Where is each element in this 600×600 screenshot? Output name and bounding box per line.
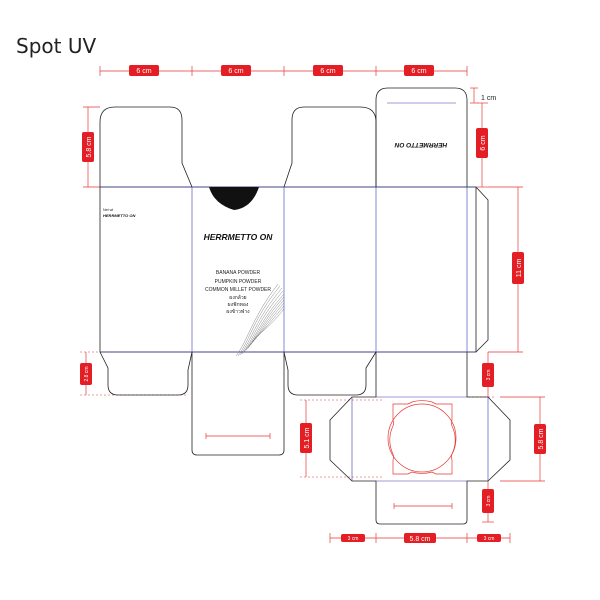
- dim-label-base-tab: 3 cm: [486, 496, 492, 507]
- dim-label-body-height: 11 cm: [516, 259, 523, 278]
- local-line-2: ผงฟักทอง: [228, 302, 249, 308]
- spot-uv-marks: [205, 433, 453, 509]
- bottom-right-dimension: 3 cm: [468, 352, 494, 398]
- right-flap-dimension: 6 cm: [476, 102, 488, 188]
- lid-brand: HERRMETTO ON: [394, 141, 447, 148]
- dim-label-width-4: 6 cm: [411, 68, 426, 75]
- bottom-left-dimension: 2.8 cm: [80, 351, 188, 396]
- dim-label-bottom-width-left: 3 cm: [348, 536, 359, 542]
- cut-lines: [99, 87, 511, 525]
- front-brand: HERRMETTO ON: [204, 232, 274, 242]
- local-line-1: ผงกล้วย: [229, 294, 246, 301]
- side-panel-art: Net wt HERRMETTO ON: [103, 208, 135, 218]
- ingredient-1: BANANA POWDER: [216, 270, 261, 276]
- wave-graphic: [235, 283, 285, 357]
- side-brand: HERRMETTO ON: [103, 213, 135, 218]
- ingredient-3: COMMON MILLET POWDER: [205, 287, 271, 293]
- left-flap-dimension: 5.8 cm: [82, 106, 100, 188]
- dim-label-window-height: 5.1 cm: [304, 427, 311, 448]
- dim-label-bottom-width-right: 3 cm: [484, 536, 495, 542]
- page-title: Spot UV: [16, 34, 97, 58]
- bottom-width-dimension: 3 cm 5.8 cm 3 cm: [329, 533, 511, 543]
- lid-flap-art: HERRMETTO ON: [394, 141, 447, 148]
- dim-label-bottom-width-mid: 5.8 cm: [409, 536, 430, 543]
- top-notch-shape: [209, 187, 259, 210]
- body-height-dimension: 11 cm: [488, 186, 524, 353]
- dim-label-one-cm: 1 cm: [481, 95, 496, 102]
- fold-lines: [100, 102, 489, 482]
- dim-label-base-height: 5.8 cm: [538, 428, 545, 449]
- dim-label-right-flap: 6 cm: [480, 135, 487, 150]
- net-weight-label: Net wt: [103, 208, 113, 212]
- dim-label-left-flap: 5.8 cm: [86, 136, 93, 157]
- base-height-dimension: 5.8 cm: [500, 396, 546, 482]
- local-line-3: ผงข้าวฟ่าง: [226, 308, 250, 315]
- dim-label-bottom-right: 3 cm: [486, 370, 492, 381]
- base-tab-dimension: 3 cm: [482, 481, 494, 523]
- dim-label-width-2: 6 cm: [228, 68, 243, 75]
- top-dimension-bar: 6 cm 6 cm 6 cm 6 cm: [99, 65, 468, 76]
- window-height-dimension: 5.1 cm: [300, 399, 382, 478]
- dim-label-width-1: 6 cm: [136, 68, 151, 75]
- window-cutout: [387, 400, 457, 475]
- dim-label-bottom-left: 2.8 cm: [84, 366, 90, 381]
- one-cm-marker: 1 cm: [470, 87, 496, 104]
- ingredient-2: PUMPKIN POWDER: [215, 279, 262, 285]
- dim-label-width-3: 6 cm: [320, 68, 335, 75]
- front-panel-art: HERRMETTO ON BANANA POWDER PUMPKIN POWDE…: [204, 187, 285, 357]
